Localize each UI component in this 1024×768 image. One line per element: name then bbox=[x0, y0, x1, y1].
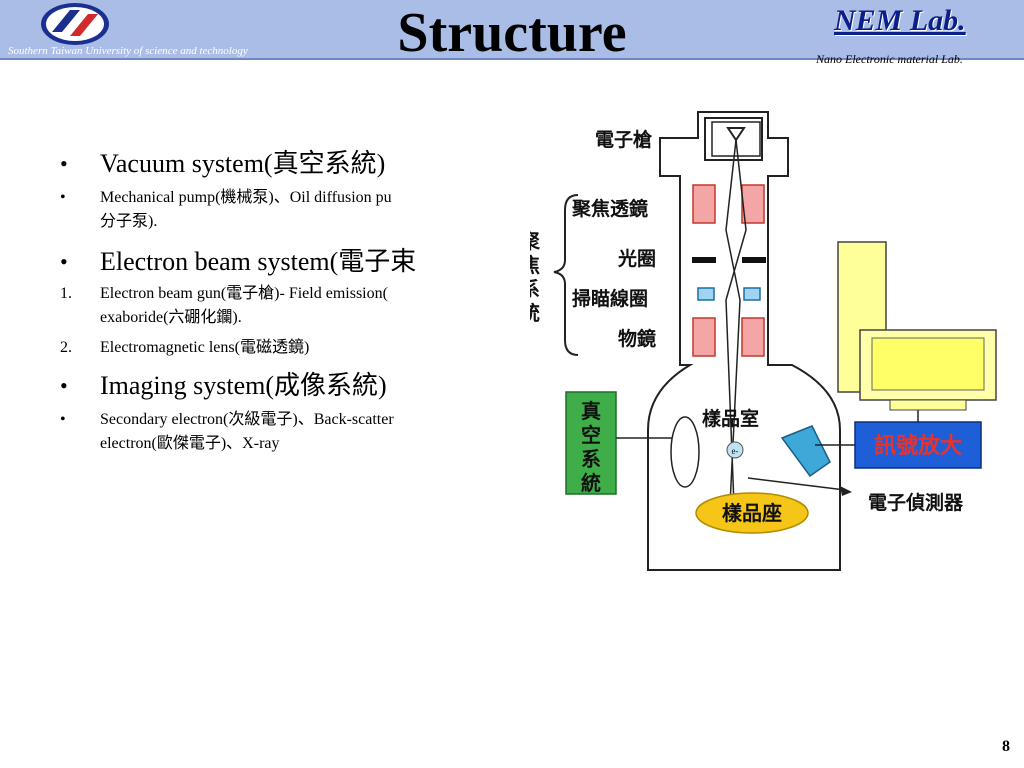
vacuum-char: 系 bbox=[581, 447, 601, 471]
bullet-marker: • bbox=[60, 151, 68, 176]
electron-symbol-label: e- bbox=[732, 446, 739, 456]
scan-coil-label: 掃瞄線圈 bbox=[572, 287, 648, 310]
aperture-left bbox=[692, 257, 716, 263]
chamber-window bbox=[670, 416, 700, 488]
slide-title: Structure bbox=[397, 2, 627, 64]
bullet-marker: • bbox=[60, 249, 68, 274]
signal-amplifier-label: 訊號放大 bbox=[874, 433, 962, 459]
monitor-screen bbox=[871, 337, 985, 391]
bullet-imaging-system: • Imaging system(成像系統) bbox=[60, 370, 515, 402]
vacuum-char: 統 bbox=[581, 471, 601, 495]
sem-structure-diagram: 真 空 系 統 樣品座 e- 訊號放大 電子槍 聚焦透鏡 光圈 掃瞄線圈 物鏡 … bbox=[530, 111, 997, 571]
bullet-text: Electron beam system(電子束 bbox=[100, 247, 417, 276]
scan-coil-left bbox=[697, 287, 715, 301]
university-name: Southern Taiwan University of science an… bbox=[8, 45, 248, 57]
condenser-lens-left bbox=[692, 184, 716, 224]
bullet-text-line2: electron(歐傑電子)、X-ray bbox=[100, 435, 280, 452]
focusing-char: 焦 bbox=[530, 253, 540, 277]
sample-stage bbox=[695, 492, 809, 534]
bullet-text: Vacuum system(真空系統) bbox=[100, 149, 386, 178]
bullet-text-line1: Mechanical pump(機械泵)、Oil diffusion pu bbox=[100, 189, 392, 206]
column-outline-inner bbox=[704, 117, 763, 161]
electron-detector-label: 電子偵測器 bbox=[868, 491, 964, 514]
number-marker: 2. bbox=[60, 339, 72, 356]
bullet-marker: • bbox=[60, 411, 66, 428]
header-rule bbox=[0, 58, 1024, 60]
bullet-vacuum-system: • Vacuum system(真空系統) bbox=[60, 148, 515, 180]
bullet-list: • Vacuum system(真空系統) • Mechanical pump(… bbox=[60, 140, 515, 500]
lab-name: NEM Lab. bbox=[834, 4, 966, 37]
condenser-lens-right bbox=[741, 184, 765, 224]
objective-lens-left bbox=[692, 317, 716, 357]
objective-lens-label: 物鏡 bbox=[618, 327, 656, 350]
bullet-marker: • bbox=[60, 189, 66, 206]
column-outline bbox=[647, 111, 841, 571]
objective-lens-right bbox=[741, 317, 765, 357]
focusing-char: 聚 bbox=[530, 229, 541, 253]
aperture-label: 光圈 bbox=[617, 247, 656, 270]
university-logo bbox=[41, 3, 109, 45]
electron-gun-triangle bbox=[726, 127, 746, 142]
electron-gun-label: 電子槍 bbox=[595, 128, 653, 151]
bullet-text-line1: Electron beam gun(電子槍)- Field emission( bbox=[100, 285, 388, 302]
monitor-base bbox=[889, 399, 967, 411]
sub-bullet-pumps: • Mechanical pump(機械泵)、Oil diffusion pu … bbox=[60, 186, 515, 234]
numbered-item-lens: 2. Electromagnetic lens(電磁透鏡) bbox=[60, 336, 515, 360]
bullet-text-line2: 分子泵). bbox=[100, 213, 158, 230]
vacuum-system-box bbox=[565, 391, 617, 495]
electron-beam-paths bbox=[725, 139, 747, 506]
number-marker: 1. bbox=[60, 285, 72, 302]
sample-stage-label: 樣品座 bbox=[722, 501, 782, 525]
sample-chamber-label: 樣品室 bbox=[702, 407, 759, 430]
bullet-text-line2: exaboride(六硼化鑭). bbox=[100, 309, 242, 326]
focusing-char: 統 bbox=[530, 301, 540, 325]
detector-icon bbox=[780, 425, 831, 478]
bullet-text-line1: Electromagnetic lens(電磁透鏡) bbox=[100, 339, 310, 356]
vacuum-char: 空 bbox=[581, 423, 601, 447]
bullet-electron-beam-system: • Electron beam system(電子束 bbox=[60, 246, 515, 278]
bullet-text: Imaging system(成像系統) bbox=[100, 371, 387, 400]
aperture-right bbox=[742, 257, 766, 263]
lab-full-name: Nano Electronic material Lab. bbox=[816, 52, 963, 66]
focusing-char: 系 bbox=[530, 277, 540, 301]
scan-coil-right bbox=[743, 287, 761, 301]
electron-symbol bbox=[726, 441, 744, 459]
sub-bullet-electrons: • Secondary electron(次級電子)、Back-scatter … bbox=[60, 408, 515, 456]
numbered-item-electron-gun: 1. Electron beam gun(電子槍)- Field emissio… bbox=[60, 282, 515, 330]
condenser-lens-label: 聚焦透鏡 bbox=[571, 197, 648, 220]
page-number: 8 bbox=[1002, 738, 1010, 755]
focusing-brace bbox=[553, 194, 579, 356]
bullet-marker: • bbox=[60, 373, 68, 398]
vacuum-char: 真 bbox=[581, 399, 601, 423]
bullet-text-line1: Secondary electron(次級電子)、Back-scatter bbox=[100, 411, 394, 428]
detector-arrow bbox=[747, 477, 846, 491]
header-band bbox=[0, 0, 1024, 58]
